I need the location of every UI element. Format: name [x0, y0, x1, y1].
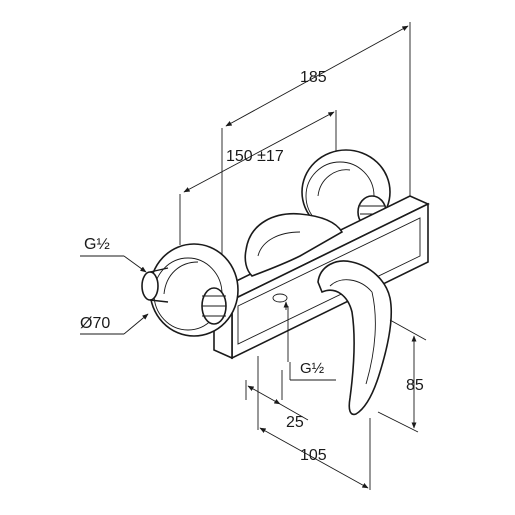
dim-label-150: 150 ±17 — [226, 148, 284, 165]
dim-label-85: 85 — [406, 377, 424, 394]
dim-label-105: 105 — [300, 447, 327, 464]
dim-label-25: 25 — [286, 414, 304, 431]
dim-85: 85 — [377, 319, 427, 433]
inlet-pipe — [141, 267, 169, 303]
dim-25: 25 — [245, 370, 309, 431]
outlet-thread-callout: G½ — [289, 360, 336, 381]
spout — [244, 212, 344, 277]
outlet-thread — [272, 293, 289, 362]
dim-line-185 — [225, 25, 409, 127]
dim-line-150 — [183, 111, 335, 193]
front-rosette — [149, 243, 239, 337]
lever-handle — [317, 260, 393, 416]
rosette-diameter-label: Ø70 — [80, 315, 110, 332]
inlet-thread-callout: G½ — [80, 236, 147, 273]
dim-105: 105 — [257, 356, 371, 490]
dim-label-185: 185 — [300, 69, 327, 86]
front-nut — [201, 287, 227, 325]
inlet-thread-label: G½ — [84, 236, 110, 253]
outlet-thread-label: G½ — [300, 360, 325, 377]
rosette-diameter-callout: Ø70 — [80, 313, 149, 335]
